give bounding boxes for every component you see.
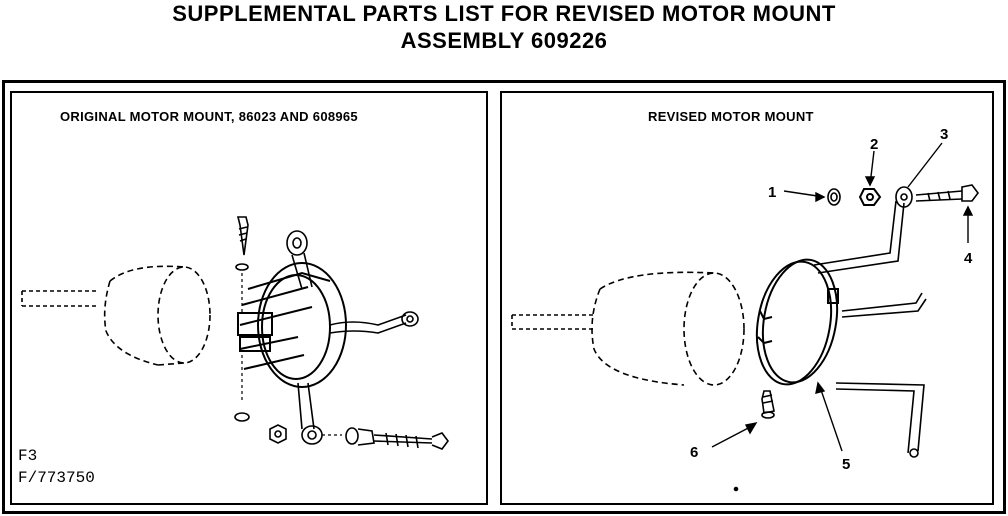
motor-body-right (591, 271, 745, 386)
original-mount-drawing (21, 216, 449, 450)
part-4-bolt (915, 184, 979, 202)
motor-shaft-right (511, 314, 594, 330)
clamp-ring (237, 262, 347, 388)
middle-bracket (841, 292, 927, 318)
part-number-code: F/773750 (18, 469, 95, 487)
original-motor-mount-panel: ORIGINAL MOTOR MOUNT, 86023 AND 608965 F… (10, 91, 488, 505)
callout-2: 2 (870, 136, 878, 153)
part-3-bracket-eye (895, 186, 913, 208)
part-1-cap-nut (827, 188, 841, 206)
figure-code: F3 (18, 447, 38, 465)
upper-bracket (813, 200, 905, 274)
bottom-bracket (297, 382, 323, 445)
lower-washer (234, 412, 250, 422)
callout-4: 4 (964, 250, 973, 267)
part-2-lock-nut (858, 188, 882, 206)
outer-frame (2, 80, 1006, 514)
original-mount-heading: ORIGINAL MOTOR MOUNT, 86023 AND 608965 (60, 109, 358, 124)
callout-6: 6 (690, 444, 698, 461)
part-6-screw (761, 390, 775, 419)
page-title-line-1: SUPPLEMENTAL PARTS LIST FOR REVISED MOTO… (172, 1, 836, 26)
bolt-left (345, 427, 449, 450)
revised-motor-mount-panel: REVISED MOTOR MOUNT (500, 91, 994, 505)
callout-1: 1 (768, 184, 776, 201)
top-screw (235, 216, 249, 271)
top-bracket (286, 230, 313, 290)
right-arm-bracket (329, 311, 419, 334)
revised-mount-heading: REVISED MOTOR MOUNT (648, 109, 814, 124)
revised-mount-drawing: 1 2 3 4 5 6 (511, 126, 979, 492)
band-clamp (755, 258, 839, 386)
page-title-line-2: ASSEMBLY 609226 (400, 28, 608, 53)
motor-body-left (103, 265, 211, 366)
callout-leaders (711, 142, 974, 452)
lower-l-bracket (835, 382, 925, 458)
callout-3: 3 (940, 126, 948, 143)
callout-5: 5 (842, 456, 850, 473)
motor-shaft-left (21, 290, 98, 307)
hex-nut-left (269, 424, 287, 444)
